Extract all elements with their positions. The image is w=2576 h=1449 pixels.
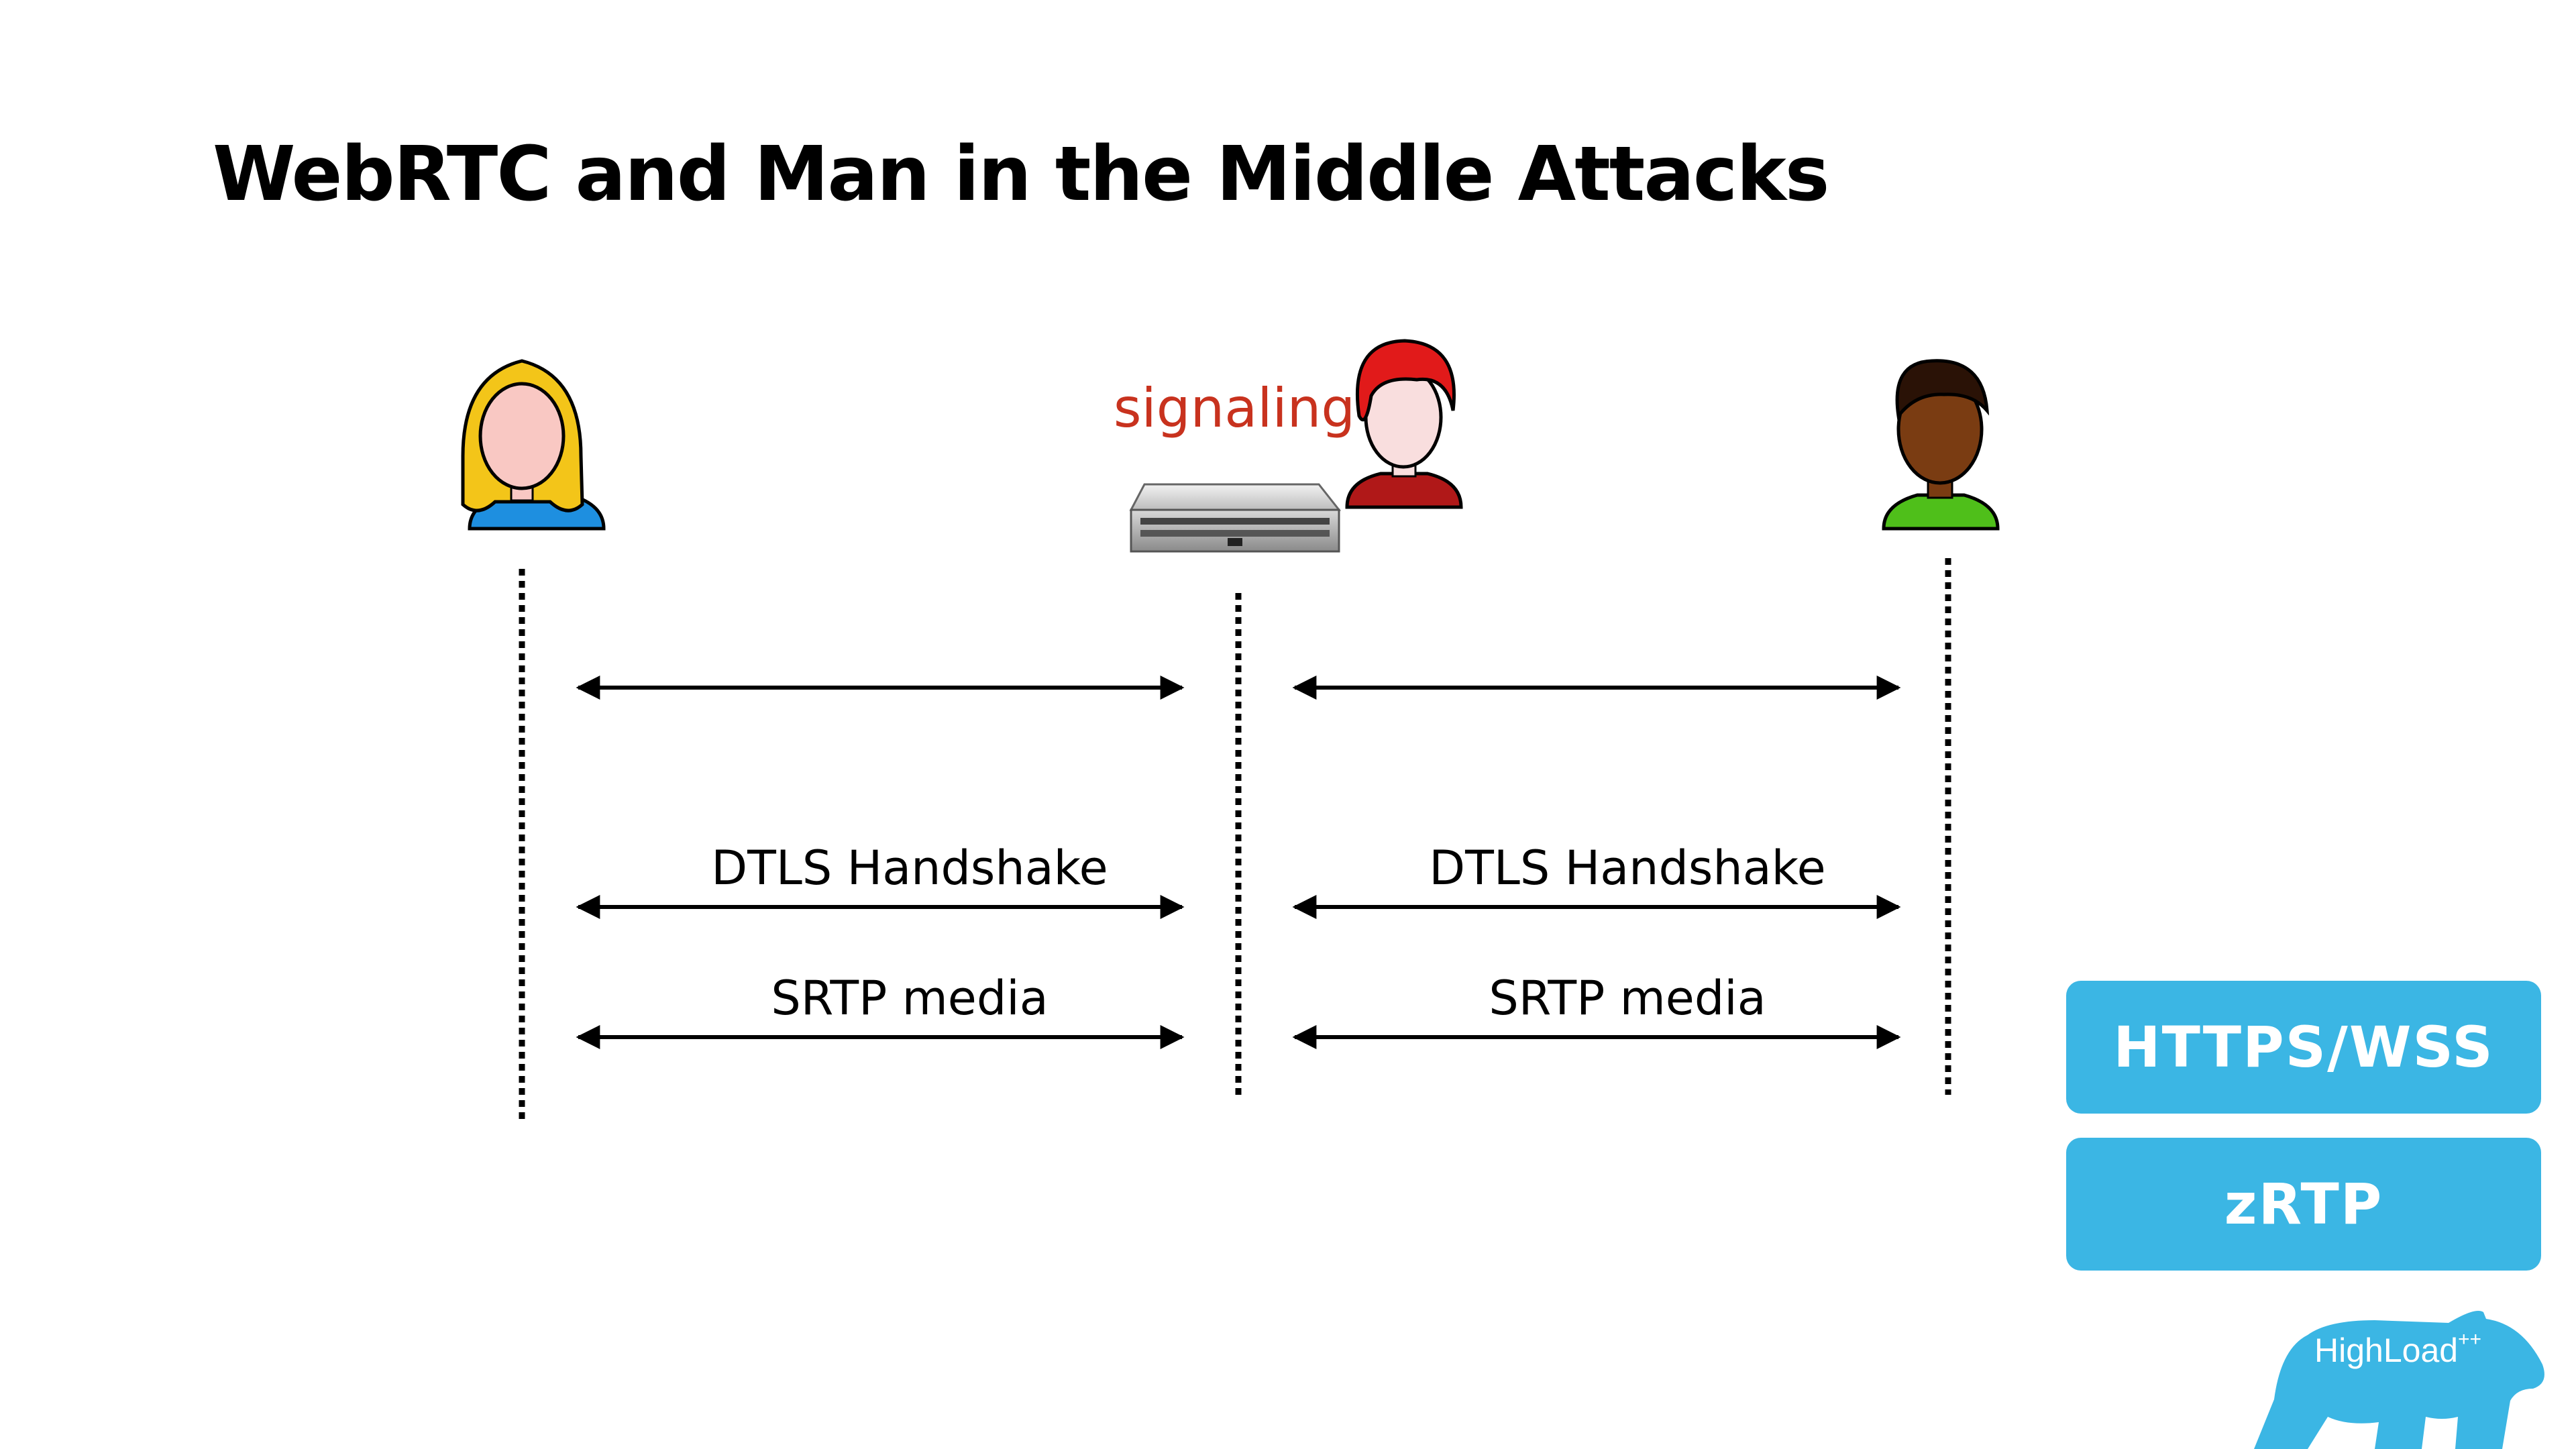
signaling-server-icon xyxy=(1129,483,1342,553)
srtp-label-left: SRTP media xyxy=(771,971,1048,1026)
zrtp-badge: zRTP xyxy=(2066,1138,2541,1271)
logo-brand: HighLoad xyxy=(2314,1332,2458,1369)
user-right-avatar xyxy=(1882,359,2000,531)
srtp-label-right: SRTP media xyxy=(1489,971,1766,1026)
logo-plus: ++ xyxy=(2458,1328,2481,1350)
highload-bear-logo: HighLoad ++ xyxy=(2254,1311,2544,1449)
user-left-avatar xyxy=(461,359,606,531)
https-wss-badge: HTTPS/WSS xyxy=(2066,981,2541,1114)
slide-title: WebRTC and Man in the Middle Attacks xyxy=(213,131,1829,218)
signaling-label: signaling xyxy=(1114,377,1355,439)
dtls-label-left: DTLS Handshake xyxy=(711,841,1108,896)
dtls-label-right: DTLS Handshake xyxy=(1429,841,1826,896)
attacker-avatar xyxy=(1345,339,1463,509)
